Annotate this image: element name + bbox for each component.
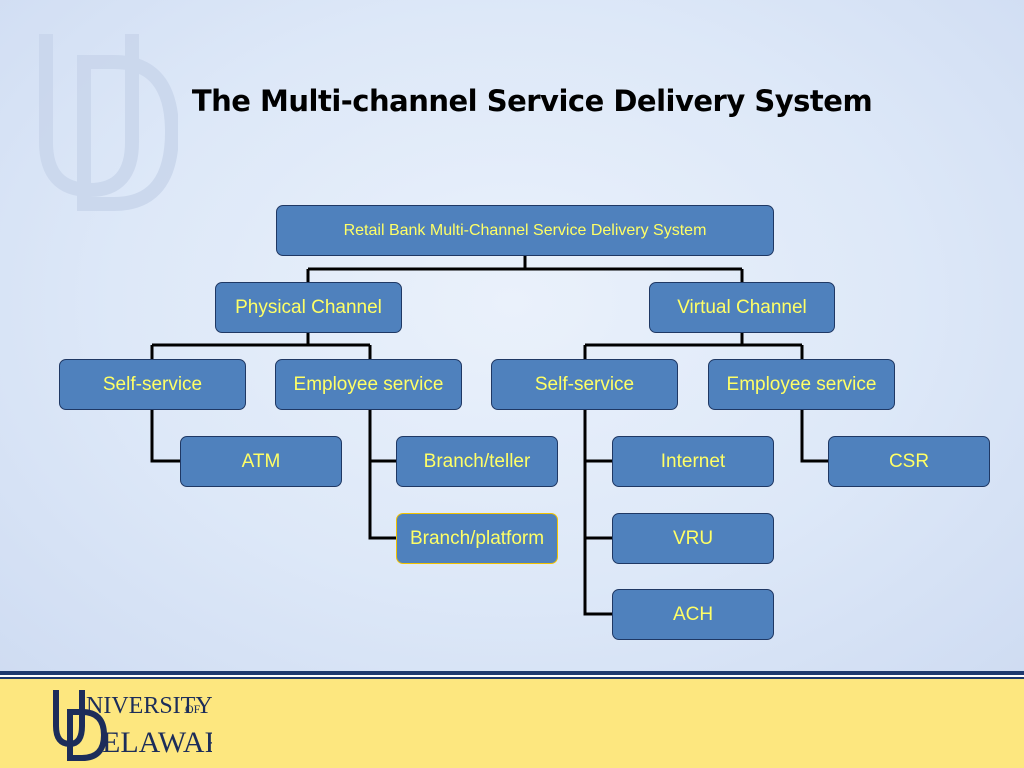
node-virtual-employee-service[interactable]: Employee service	[708, 359, 895, 410]
node-root[interactable]: Retail Bank Multi-Channel Service Delive…	[276, 205, 774, 256]
footer-rule-thick	[0, 671, 1024, 675]
ud-watermark-logo	[39, 34, 178, 211]
connector-virt-self-trunk	[583, 410, 612, 616]
node-csr[interactable]: CSR	[828, 436, 990, 487]
tree-connectors	[150, 256, 828, 616]
logo-text-university: NIVERSITY	[86, 693, 212, 719]
node-ach[interactable]: ACH	[612, 589, 774, 640]
node-virtual-channel[interactable]: Virtual Channel	[649, 282, 835, 333]
node-physical-channel[interactable]: Physical Channel	[215, 282, 402, 333]
connector-to-csr	[800, 410, 828, 463]
footer-rule-thin	[0, 677, 1024, 679]
node-physical-self-service[interactable]: Self-service	[59, 359, 246, 410]
node-branch-platform[interactable]: Branch/platform	[396, 513, 558, 564]
node-physical-employee-service[interactable]: Employee service	[275, 359, 462, 410]
logo-text-of: OF	[185, 702, 201, 716]
node-branch-teller[interactable]: Branch/teller	[396, 436, 558, 487]
connector-phys-emp-trunk	[368, 410, 396, 540]
logo-text-delaware: ELAWARE	[102, 726, 212, 759]
slide-title: The Multi-channel Service Delivery Syste…	[191, 84, 873, 118]
node-vru[interactable]: VRU	[612, 513, 774, 564]
university-of-delaware-logo: NIVERSITY OF ELAWARE	[53, 690, 212, 761]
footer-band	[0, 679, 1024, 768]
node-atm[interactable]: ATM	[180, 436, 342, 487]
node-internet[interactable]: Internet	[612, 436, 774, 487]
connector-to-atm	[150, 410, 180, 463]
node-virtual-self-service[interactable]: Self-service	[491, 359, 678, 410]
